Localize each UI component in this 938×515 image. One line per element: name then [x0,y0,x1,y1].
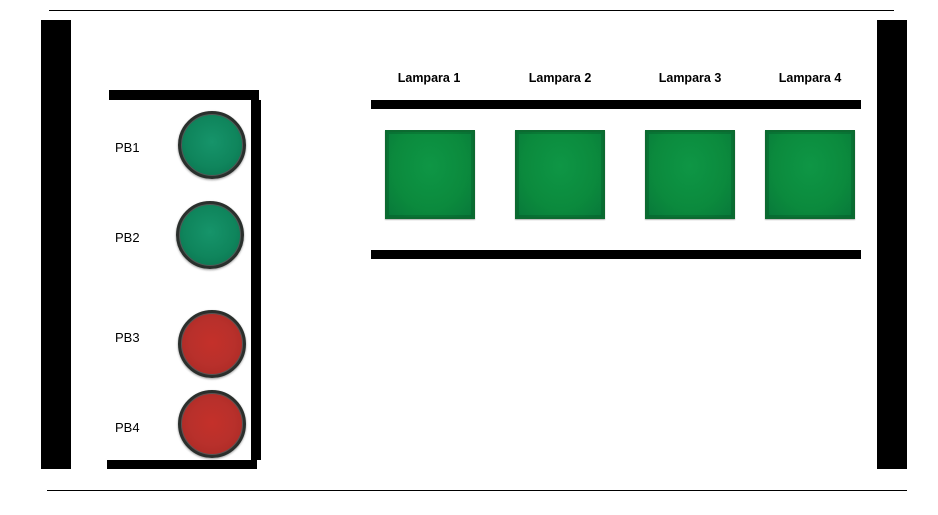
pb4-label: PB4 [115,420,140,435]
pushbutton-panel-bottom-border [107,460,257,469]
bottom-divider-line [47,490,907,491]
lamp3-indicator [645,130,735,219]
pushbutton-panel-top-border [109,90,259,100]
pb3-label: PB3 [115,330,140,345]
pushbutton-panel-right-border [251,100,261,460]
lamp-panel-bottom-border [371,250,861,259]
right-frame-bar [877,20,907,469]
lamp3-label: Lampara 3 [658,71,722,85]
lamp1-label: Lampara 1 [397,71,461,85]
pb3-button[interactable] [178,310,246,378]
lamp2-label: Lampara 2 [528,71,592,85]
lamp4-indicator [765,130,855,219]
pb1-label: PB1 [115,140,140,155]
lamp2-indicator [515,130,605,219]
pb4-button[interactable] [178,390,246,458]
top-divider-line [49,10,894,11]
lamp4-label: Lampara 4 [778,71,842,85]
pb2-button[interactable] [176,201,244,269]
lamp-panel-top-border [371,100,861,109]
lamp1-indicator [385,130,475,219]
left-frame-bar [41,20,71,469]
pb2-label: PB2 [115,230,140,245]
pb1-button[interactable] [178,111,246,179]
